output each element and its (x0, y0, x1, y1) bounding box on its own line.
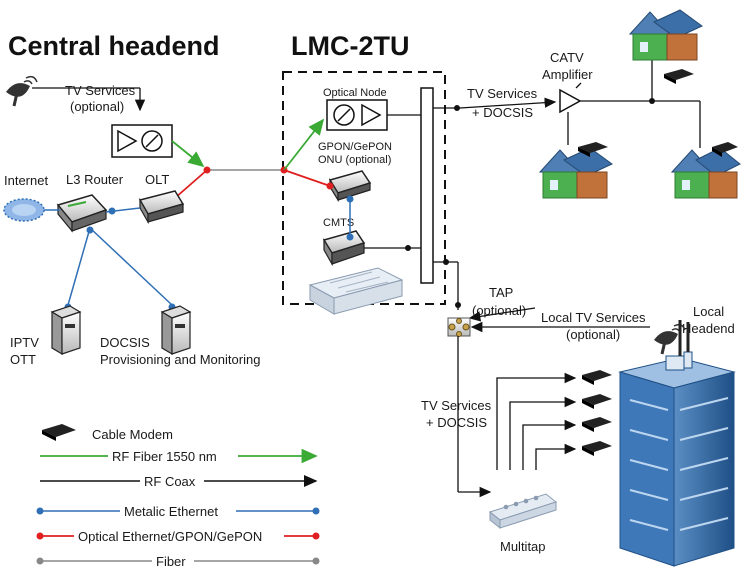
rf-fiber-line-1 (171, 140, 205, 168)
catv-amplifier-label: Amplifier (542, 67, 593, 82)
tap-optional-label: (optional) (472, 303, 526, 318)
coax-dot-tap2 (455, 302, 461, 308)
catv-amplifier-icon (559, 88, 582, 114)
lmc-unit-image (308, 267, 404, 315)
amp-marker (575, 82, 582, 89)
legend-label: Optical Ethernet/GPON/GePON (78, 529, 262, 544)
docsis-label: DOCSIS (100, 335, 150, 350)
blue-dot-cmts (346, 233, 354, 241)
lmc-enclosure (282, 71, 446, 305)
optical-node-device (326, 99, 388, 131)
legend-item-metalic-ethernet: Metalic Ethernet (36, 502, 320, 519)
tv-docsis-bottom-label-2: + DOCSIS (426, 415, 487, 430)
legend-item-cable-modem: Cable Modem (42, 424, 173, 442)
cable-modem-icon (582, 394, 612, 409)
catv-label: CATV (550, 50, 584, 65)
coax-modem-1 (496, 372, 577, 470)
cable-modem-icon (582, 417, 612, 432)
tv-docsis-top-label-1: TV Services (467, 86, 538, 101)
optical-node-label: Optical Node (323, 87, 387, 99)
tap-label: TAP (489, 285, 513, 300)
ott-label: OTT (10, 352, 36, 367)
tap-device-icon (447, 317, 471, 337)
tv-docsis-bottom-label-1: TV Services (421, 398, 492, 413)
cable-modem-icon (712, 142, 738, 157)
blue-dot-hub (86, 226, 94, 234)
olt-device (138, 190, 185, 225)
gpon-onu-label-1: GPON/GePON (318, 141, 392, 153)
legend-label: RF Coax (144, 474, 196, 489)
local-headend-label-1: Local (693, 304, 724, 319)
legend-label: RF Fiber 1550 nm (112, 449, 217, 464)
tv-docsis-top-label-2: + DOCSIS (472, 105, 533, 120)
gpon-onu-label-2: ONU (optional) (318, 154, 391, 166)
multitap-device (488, 493, 558, 530)
olt-label: OLT (145, 172, 169, 187)
cable-modem-icon (42, 424, 76, 437)
cmts-label: CMTS (323, 217, 354, 229)
tap-pointer (468, 307, 536, 322)
optical-ethernet-olt-line (174, 169, 208, 199)
tv-services-label: TV Services (65, 83, 136, 98)
cmts-device (322, 230, 366, 267)
coax-dot-cmts (405, 245, 411, 251)
junction-red-onu (326, 182, 334, 190)
coax-modem-3 (522, 419, 577, 470)
optical-transmitter-device (111, 124, 173, 158)
house-icon-right (670, 147, 741, 199)
blue-dot-router (108, 207, 116, 215)
iptv-label: IPTV (10, 335, 39, 350)
local-headend-label-2: Headend (682, 321, 735, 336)
cable-modem-icon (578, 142, 608, 157)
coax-dot-top (454, 105, 460, 111)
rf-combiner-bar (420, 87, 434, 284)
multitap-label: Multitap (500, 539, 546, 554)
satellite-dish-icon (6, 75, 38, 107)
legend-item-rf-fiber: RF Fiber 1550 nm (40, 447, 318, 464)
coax-modem-2 (509, 396, 577, 470)
l3-router-label: L3 Router (66, 172, 124, 187)
house-icon-top (628, 9, 703, 61)
legend-label: Metalic Ethernet (124, 504, 218, 519)
legend-label: Cable Modem (92, 427, 173, 442)
legend-item-rf-coax: RF Coax (40, 472, 318, 489)
l3-router-device (56, 194, 108, 233)
docsis-provisioning-label: Provisioning and Monitoring (100, 352, 260, 367)
apartment-building-icon (618, 320, 736, 567)
legend-item-fiber: Fiber (36, 552, 320, 569)
central-headend-heading: Central headend (8, 31, 220, 61)
optical-ethernet-onu-line (283, 169, 331, 187)
lmc-heading: LMC-2TU (291, 31, 409, 61)
internet-cloud-icon (3, 198, 45, 222)
iptv-server-icon (50, 305, 82, 356)
rf-fiber-to-node (283, 118, 325, 171)
docsis-server-icon (160, 305, 192, 356)
tv-services-optional-label: (optional) (70, 99, 124, 114)
cable-modem-icon (582, 370, 612, 385)
local-tv-label: Local TV Services (541, 310, 646, 325)
local-tv-optional-label: (optional) (566, 327, 620, 342)
ethernet-docsis-line (89, 227, 173, 306)
blue-dot-onu (346, 195, 354, 203)
ethernet-iptv-line (67, 227, 91, 306)
legend-item-optical-ethernet: Optical Ethernet/GPON/GePON (36, 527, 320, 544)
coax-modem-4 (535, 443, 577, 470)
cable-modem-icon (582, 441, 612, 456)
coax-arrow-catv (459, 97, 557, 109)
house-icon-left (538, 147, 613, 199)
cable-modem-icon (664, 69, 694, 84)
coax-dot-tap (443, 259, 449, 265)
legend: Cable Modem RF Fiber 1550 nm RF Coax Met… (36, 424, 320, 569)
internet-label: Internet (4, 173, 48, 188)
legend-label: Fiber (156, 554, 186, 569)
